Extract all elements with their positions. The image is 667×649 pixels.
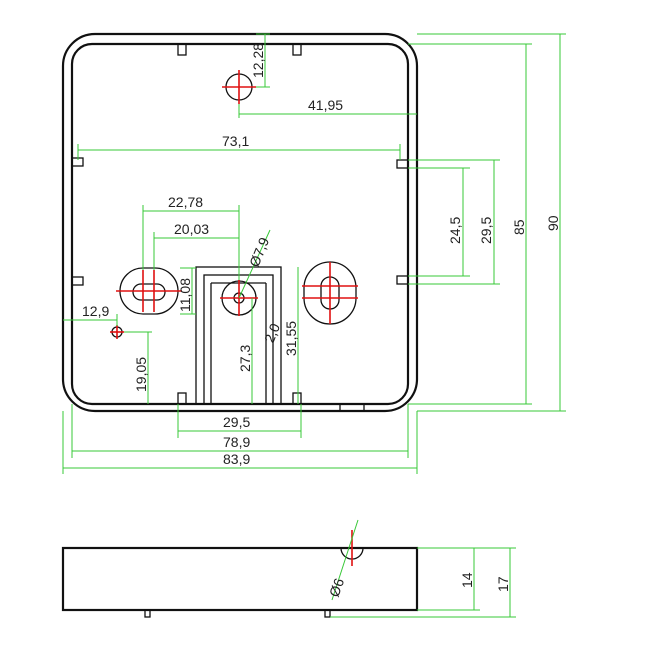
dim-right-tab-span: 24,5 xyxy=(447,217,463,244)
dim-center-hole-height: 31,55 xyxy=(283,321,299,356)
dim-slot-height: 11,08 xyxy=(177,278,193,312)
dim-inner-window-height: 27,3 xyxy=(237,345,253,372)
side-body-outline xyxy=(61,546,419,612)
dim-tab-span: 73,1 xyxy=(222,133,249,149)
dim-width-outer: 83,9 xyxy=(223,451,250,467)
right-tab-bottom xyxy=(396,275,409,285)
dim-side-hole-dia: Ø6 xyxy=(326,576,347,599)
dim-right-tab-outer: 29,5 xyxy=(478,217,494,244)
dim-cut-small: 2,0 xyxy=(261,321,283,345)
bottom-notch xyxy=(339,403,365,412)
top-tab-right xyxy=(292,43,302,56)
side-pin-left xyxy=(144,609,151,618)
outer-body-outline xyxy=(61,32,419,413)
dim-hole-offset-top: 12,28 xyxy=(250,43,266,78)
dim-width-inner: 78,9 xyxy=(223,434,250,450)
dim-small-hole-height: 19,05 xyxy=(133,357,149,392)
side-pin-right xyxy=(324,609,331,618)
dim-bottom-window: 29,5 xyxy=(223,414,250,430)
dim-side-offset: 12,9 xyxy=(82,303,109,319)
dim-side-height-inner: 14 xyxy=(459,572,475,588)
dim-slot-inner: 20,03 xyxy=(174,221,209,237)
dim-hole-dia-large: Ø7,9 xyxy=(246,235,272,269)
right-tab-top xyxy=(396,159,409,169)
dim-slot-outer: 22,78 xyxy=(168,194,203,210)
side-view: Ø6 14 17 xyxy=(61,519,516,618)
top-tab-left xyxy=(177,43,187,56)
dim-height-outer: 90 xyxy=(545,215,561,231)
dim-height-inner: 85 xyxy=(511,219,527,235)
front-dimensions: 12,28 41,95 73,1 22,78 20,03 Ø7,9 11,08 … xyxy=(62,33,566,474)
bottom-tab-left xyxy=(177,392,187,405)
dim-side-height-outer: 17 xyxy=(495,576,511,592)
bottom-tab-right xyxy=(292,392,302,405)
left-tab-bottom xyxy=(71,276,84,286)
dim-hole-offset-right: 41,95 xyxy=(308,97,343,113)
